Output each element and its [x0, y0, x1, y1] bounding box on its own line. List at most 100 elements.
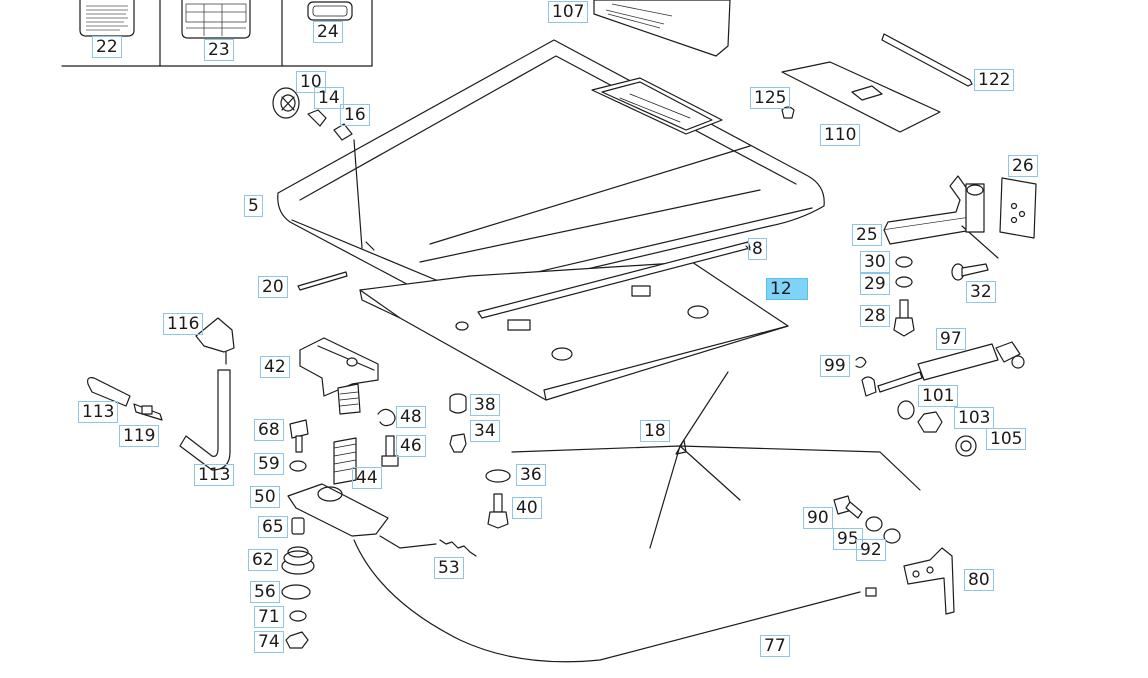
- warning-label-sticker: [79, 0, 135, 37]
- part-25-hinge: [883, 175, 999, 259]
- callout-68[interactable]: 68: [254, 419, 284, 441]
- callout-71[interactable]: 71: [254, 606, 284, 628]
- part-34-stopper: [449, 433, 467, 453]
- part-92-washer: [883, 528, 901, 544]
- part-62-bushing: [281, 546, 315, 575]
- part-14-bolt: [307, 109, 327, 127]
- part-18-support-rods: [511, 371, 921, 549]
- callout-59[interactable]: 59: [254, 453, 284, 475]
- part-16-clip: [333, 123, 353, 141]
- emblem-sticker: [307, 1, 353, 21]
- part-12-insulation-mat: [359, 261, 789, 401]
- part-77-cable-end: [865, 587, 877, 597]
- callout-119[interactable]: 119: [119, 425, 160, 447]
- callout-32[interactable]: 32: [966, 281, 996, 303]
- hood-panel: [277, 39, 825, 301]
- callout-80[interactable]: 80: [964, 569, 994, 591]
- callout-12[interactable]: 12: [766, 278, 808, 300]
- part-101-washer: [897, 400, 915, 420]
- part-105-bushing: [955, 435, 977, 457]
- callout-20[interactable]: 20: [258, 276, 288, 298]
- part-122-rod: [881, 33, 973, 87]
- callout-5[interactable]: 5: [244, 195, 263, 217]
- callout-48[interactable]: 48: [396, 406, 426, 428]
- callout-65[interactable]: 65: [258, 516, 288, 538]
- callout-25[interactable]: 25: [852, 224, 882, 246]
- part-116-reservoir: [195, 317, 235, 365]
- part-77-cable: [353, 539, 861, 663]
- part-40-bolt: [487, 493, 509, 529]
- part-28-bolt: [893, 299, 915, 337]
- part-110-plate: [781, 61, 941, 133]
- callout-90[interactable]: 90: [803, 507, 833, 529]
- callout-107[interactable]: 107: [548, 1, 589, 23]
- part-50-base: [287, 483, 389, 537]
- callout-113-right[interactable]: 113: [194, 464, 235, 486]
- callout-26[interactable]: 26: [1008, 155, 1038, 177]
- callout-116[interactable]: 116: [163, 313, 204, 335]
- callout-16[interactable]: 16: [340, 104, 370, 126]
- part-99-clip: [855, 356, 867, 368]
- callout-110[interactable]: 110: [820, 124, 861, 146]
- callout-77[interactable]: 77: [760, 635, 790, 657]
- callout-105[interactable]: 105: [986, 428, 1027, 450]
- callout-56[interactable]: 56: [250, 581, 280, 603]
- part-36-washer: [485, 469, 511, 483]
- callout-22[interactable]: 22: [92, 36, 122, 58]
- callout-44[interactable]: 44: [352, 467, 382, 489]
- part-53-spring: [439, 539, 477, 557]
- part-90-bolt: [833, 495, 863, 519]
- callout-38[interactable]: 38: [470, 394, 500, 416]
- callout-40[interactable]: 40: [512, 497, 542, 519]
- callout-113-left[interactable]: 113: [78, 401, 119, 423]
- part-29-lockwasher: [895, 276, 913, 288]
- part-38-buffer: [449, 393, 467, 414]
- callout-36[interactable]: 36: [516, 464, 546, 486]
- callout-125[interactable]: 125: [750, 87, 791, 109]
- callout-30[interactable]: 30: [860, 251, 890, 273]
- part-42-latch: [299, 337, 379, 415]
- callout-46[interactable]: 46: [396, 435, 426, 457]
- part-107-cover: [593, 0, 731, 57]
- part-30-washer: [895, 256, 913, 268]
- callout-8[interactable]: 8: [748, 238, 767, 260]
- part-113-hose-right: [179, 369, 231, 471]
- part-10-grommet: [272, 87, 300, 119]
- callout-101[interactable]: 101: [918, 385, 959, 407]
- part-26-plate: [999, 177, 1037, 239]
- part-46-bolt: [381, 435, 399, 467]
- callout-103[interactable]: 103: [954, 407, 995, 429]
- callout-24[interactable]: 24: [313, 21, 343, 43]
- callout-50[interactable]: 50: [250, 486, 280, 508]
- callout-14[interactable]: 14: [314, 87, 344, 109]
- part-56-washer: [281, 584, 311, 600]
- callout-34[interactable]: 34: [470, 420, 500, 442]
- part-103-nut: [917, 411, 943, 433]
- callout-23[interactable]: 23: [204, 39, 234, 61]
- part-80-release-handle: [903, 547, 955, 615]
- part-74-nut: [285, 631, 309, 649]
- part-48-spring: [377, 408, 396, 427]
- part-113-hose-left: [87, 377, 131, 407]
- callout-62[interactable]: 62: [248, 549, 278, 571]
- tire-pressure-sticker: [181, 0, 251, 39]
- callout-99[interactable]: 99: [820, 355, 850, 377]
- callout-122[interactable]: 122: [974, 69, 1015, 91]
- callout-92[interactable]: 92: [856, 539, 886, 561]
- part-44-spring: [333, 437, 357, 485]
- callout-29[interactable]: 29: [860, 273, 890, 295]
- callout-28[interactable]: 28: [860, 305, 890, 327]
- callout-53[interactable]: 53: [434, 557, 464, 579]
- callout-74[interactable]: 74: [254, 631, 284, 653]
- part-71-lockwasher: [289, 610, 307, 622]
- callout-18[interactable]: 18: [640, 420, 670, 442]
- callout-42[interactable]: 42: [260, 356, 290, 378]
- part-95-washer: [865, 516, 883, 532]
- callout-97[interactable]: 97: [936, 328, 966, 350]
- part-68-bolt: [289, 419, 309, 453]
- part-119-connector: [133, 403, 163, 421]
- part-97-gas-strut: [861, 341, 1025, 397]
- part-53-link: [379, 535, 437, 549]
- part-32-screw: [951, 263, 989, 281]
